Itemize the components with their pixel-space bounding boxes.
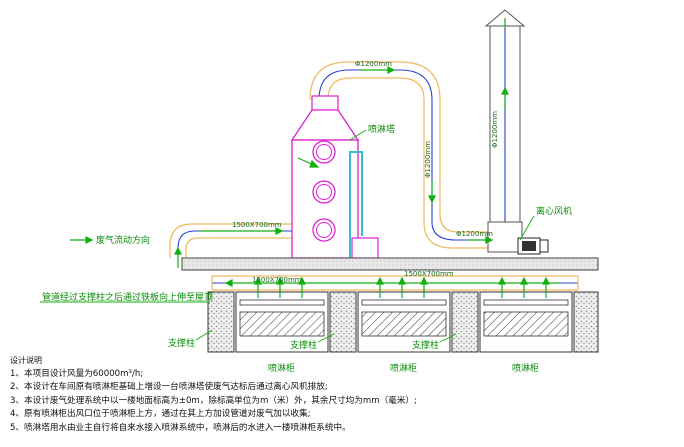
airflow-direction-label: 废气流动方向 (96, 234, 150, 246)
support-right-leader (439, 333, 457, 343)
support-column-mid (329, 291, 357, 353)
spray-tower-label: 喷淋塔 (368, 123, 395, 135)
cabinet-3-label: 喷淋柜 (512, 362, 539, 374)
support-right-label: 支撑柱 (412, 339, 439, 351)
dim-stack: Φ1200mm (491, 111, 499, 148)
note-item: 1、本项目设计风量为60000m³/h; (10, 368, 144, 379)
pipe-note-label: 管道经过支撑柱之后通过铁板向上伸至屋顶 (42, 291, 213, 303)
cabinet-2-label: 喷淋柜 (390, 362, 417, 374)
dim-inlet-duct: 1500X700mm (232, 221, 282, 229)
arrow-left-floor (224, 279, 560, 287)
fan-leader (519, 215, 535, 241)
spray-nozzle-1 (312, 140, 336, 164)
dim-down-duct: Φ1200mm (424, 141, 432, 178)
spray-tower (290, 95, 379, 259)
dim-top-duct: Φ1200mm (355, 60, 392, 68)
cabinet-row (207, 291, 599, 353)
dim-fan-duct: Φ1200mm (456, 230, 493, 238)
design-notes: 设计说明 1、本项目设计风量为60000m³/h; 2、本设计在车间原有喷淋柜基… (10, 354, 680, 436)
top-duct (309, 61, 441, 101)
dim-floor-duct-right: 1500X700mm (404, 270, 454, 278)
arrow-into-tower (297, 157, 320, 168)
support-column-left (207, 291, 235, 353)
arrow-right-inlet (200, 227, 284, 235)
spray-pipe (349, 151, 363, 258)
note-item: 2、本设计在车间原有喷淋柜基础上增设一台喷淋塔使废气达标后通过离心风机排放; (10, 382, 328, 393)
arrow-up-inlet (174, 246, 182, 268)
arrow-up-stack (501, 86, 509, 110)
note-item: 4、原有喷淋柜出风口位于喷淋柜上方，通过在其上方加设管道对废气加以收集; (10, 409, 311, 420)
cabinet-1-label: 喷淋柜 (268, 362, 295, 374)
support-mid-label: 支撑柱 (290, 339, 317, 351)
arrow-into-fan (468, 236, 494, 244)
tower-leader (349, 129, 367, 141)
note-item: 5、喷淋塔用水由业主自行将自来水接入喷淋系统中，喷淋后的水进入一楼喷淋柜系统中。 (10, 422, 351, 433)
dim-floor-duct-left: 1500X700mm (252, 276, 302, 284)
legend-arrow (70, 236, 94, 244)
duct-system (169, 9, 526, 258)
support-left-leader (195, 329, 213, 341)
spray-nozzle-3 (312, 218, 336, 242)
floor-slab (181, 257, 599, 271)
support-column-end (573, 291, 599, 353)
support-mid-leader (317, 333, 335, 343)
notes-title: 设计说明 (10, 356, 42, 365)
centrifugal-fan (517, 237, 549, 255)
arrow-top-duct (360, 66, 396, 74)
support-column-right (451, 291, 479, 353)
spray-nozzle-2 (312, 180, 336, 204)
support-left-label: 支撑柱 (168, 337, 195, 349)
inlet-duct (169, 223, 292, 258)
flow-arrows (40, 66, 560, 343)
arrow-down-duct (428, 180, 436, 204)
fan-label: 离心风机 (536, 205, 572, 217)
note-item: 3、本设计废气处理系统中以一楼地面标高为±0m，除标高单位为m（米）外，其余尺寸… (10, 395, 417, 406)
